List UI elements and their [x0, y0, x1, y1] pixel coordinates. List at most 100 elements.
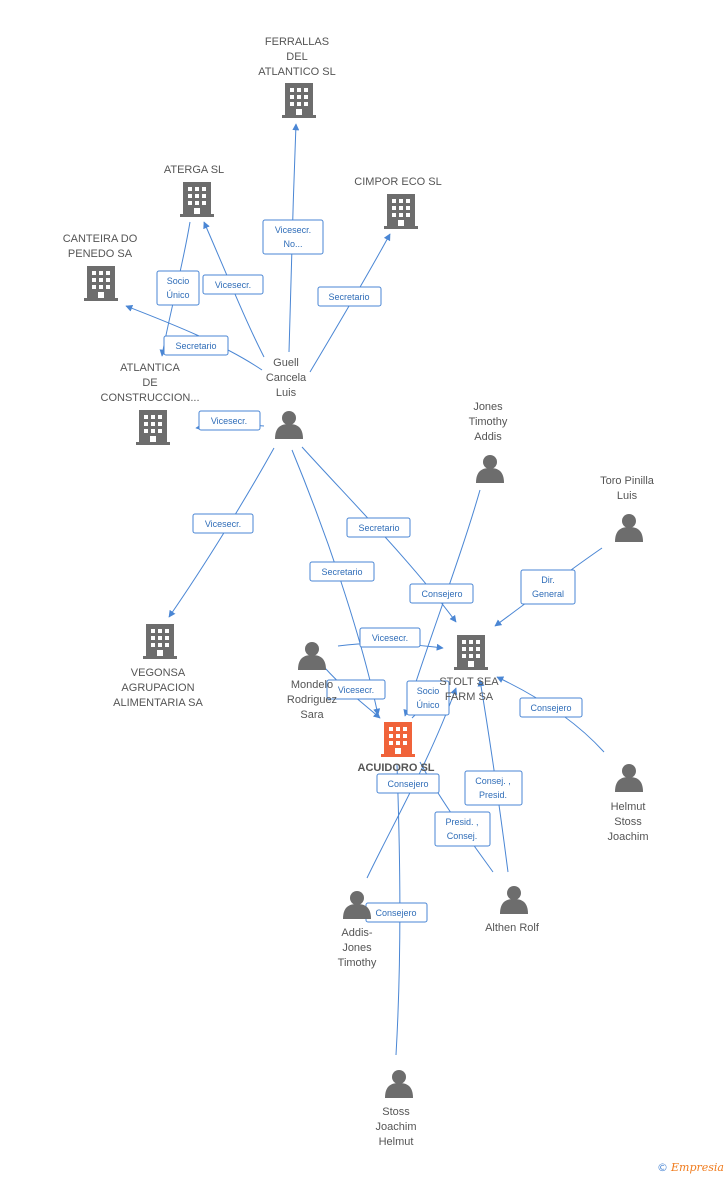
node-label: FARM SA: [445, 691, 494, 703]
node-label: ACUIDORO SL: [358, 762, 435, 774]
relation-label-text: Único: [416, 700, 439, 710]
node-label: Stoss: [614, 816, 642, 828]
node-label: Guell: [273, 357, 299, 369]
person-icon: [298, 642, 326, 670]
copyright-symbol: ©: [657, 1161, 668, 1174]
building-icon: [136, 410, 170, 445]
node-label: AGRUPACION: [121, 682, 194, 694]
edge-guell-acuidoro: [291, 449, 381, 716]
person-node-jones[interactable]: Jones Timothy Addis: [469, 401, 508, 483]
relation-label[interactable]: Vicesecr.: [192, 513, 254, 534]
relation-label[interactable]: Vicesecr.: [326, 679, 386, 700]
relation-label-text: Secretario: [328, 292, 369, 302]
person-icon: [500, 886, 528, 914]
person-icon: [476, 455, 504, 483]
relation-label[interactable]: Secretario: [346, 517, 411, 538]
person-node-stoss[interactable]: Stoss Joachim Helmut: [376, 1070, 417, 1148]
building-icon: [381, 722, 415, 757]
company-node-cimpor[interactable]: CIMPOR ECO SL: [354, 176, 442, 229]
company-node-stolt[interactable]: STOLT SEA FARM SA: [439, 635, 499, 703]
node-label: PENEDO SA: [68, 248, 133, 260]
company-node-ferrallas[interactable]: FERRALLAS DEL ATLANTICO SL: [258, 36, 336, 118]
relation-label-text: Presid. ,: [445, 817, 478, 827]
person-icon: [615, 514, 643, 542]
relation-label[interactable]: Consejero: [409, 583, 474, 604]
relation-label-text: Vicesecr.: [275, 225, 311, 235]
node-label: Helmut: [611, 801, 646, 813]
node-label: Rodriguez: [287, 694, 337, 706]
node-label: Luis: [617, 490, 638, 502]
node-label: CANTEIRA DO: [63, 233, 138, 245]
node-label: Timothy: [469, 416, 508, 428]
node-label: Cancela: [266, 372, 307, 384]
node-label: Luis: [276, 387, 297, 399]
person-icon: [385, 1070, 413, 1098]
node-label: Toro Pinilla: [600, 475, 655, 487]
node-label: ATERGA SL: [164, 164, 224, 176]
relation-label-text: Consej. ,: [475, 776, 511, 786]
relation-label[interactable]: Vicesecr.: [198, 410, 261, 431]
company-node-vegonsa[interactable]: VEGONSA AGRUPACION ALIMENTARIA SA: [113, 624, 203, 709]
relation-label[interactable]: Presid. ,Consej.: [434, 811, 491, 847]
relation-label[interactable]: Consejero: [376, 773, 440, 794]
relation-label[interactable]: Dir. General: [520, 569, 576, 605]
relation-label-text: Socio: [417, 686, 440, 696]
person-node-mondelo[interactable]: Mondelo Rodriguez Sara: [287, 642, 337, 721]
relation-label-text: Consejero: [530, 703, 571, 713]
node-label: Helmut: [379, 1136, 414, 1148]
node-label: CONSTRUCCION...: [101, 392, 200, 404]
relation-label[interactable]: Vicesecr.No...: [262, 219, 324, 255]
relation-label-text: Vicesecr.: [372, 633, 408, 643]
company-node-canteira[interactable]: CANTEIRA DO PENEDO SA: [63, 233, 138, 301]
relation-label[interactable]: Consejero: [519, 697, 583, 718]
person-node-helmut[interactable]: Helmut Stoss Joachim: [608, 764, 649, 843]
relation-label[interactable]: Vicesecr.: [202, 274, 264, 295]
company-node-acuidoro[interactable]: ACUIDORO SL: [358, 722, 435, 774]
relation-label[interactable]: Consejero: [365, 902, 428, 923]
relation-label-text: Socio: [167, 276, 190, 286]
relation-label-text: Consejero: [387, 779, 428, 789]
relation-label[interactable]: Secretario: [309, 561, 375, 582]
credit-watermark: ©Empresia: [657, 1161, 724, 1174]
relation-label-text: Secretario: [175, 341, 216, 351]
relation-label[interactable]: Consej. ,Presid.: [464, 770, 523, 806]
node-label: Stoss: [382, 1106, 410, 1118]
company-node-atlantica[interactable]: ATLANTICA DE CONSTRUCCION...: [101, 362, 200, 445]
relation-label-text: Consejero: [375, 908, 416, 918]
relation-label-text: Único: [166, 290, 189, 300]
relation-label-text: Vicesecr.: [338, 685, 374, 695]
person-icon: [615, 764, 643, 792]
person-node-addis[interactable]: Addis- Jones Timothy: [338, 891, 377, 969]
node-label: Althen Rolf: [485, 922, 540, 934]
node-label: Joachim: [376, 1121, 417, 1133]
graph-nodes: FERRALLAS DEL ATLANTICO SL ATERGA SL CIM…: [63, 36, 655, 1148]
node-label: ATLANTICA: [120, 362, 180, 374]
node-label: ALIMENTARIA SA: [113, 697, 203, 709]
relation-label[interactable]: Secretario: [317, 286, 382, 307]
company-node-aterga[interactable]: ATERGA SL: [164, 164, 224, 217]
relation-label[interactable]: Vicesecr.: [359, 627, 421, 648]
node-label: DE: [142, 377, 157, 389]
node-label: Sara: [300, 709, 324, 721]
relation-label-text: Vicesecr.: [211, 416, 247, 426]
node-label: Jones: [342, 942, 372, 954]
node-label: Mondelo: [291, 679, 333, 691]
person-node-toro[interactable]: Toro Pinilla Luis: [600, 475, 655, 542]
relation-label[interactable]: Secretario: [163, 335, 229, 356]
relation-label-text: Dir.: [541, 575, 555, 585]
node-label: DEL: [286, 51, 307, 63]
relation-label-text: Vicesecr.: [205, 519, 241, 529]
building-icon: [384, 194, 418, 229]
building-icon: [180, 182, 214, 217]
node-label: Joachim: [608, 831, 649, 843]
building-icon: [84, 266, 118, 301]
building-icon: [282, 83, 316, 118]
person-node-guell[interactable]: Guell Cancela Luis: [266, 357, 307, 439]
relation-label-text: General: [532, 589, 564, 599]
relation-label-text: Vicesecr.: [215, 280, 251, 290]
person-node-althen[interactable]: Althen Rolf: [485, 886, 540, 934]
